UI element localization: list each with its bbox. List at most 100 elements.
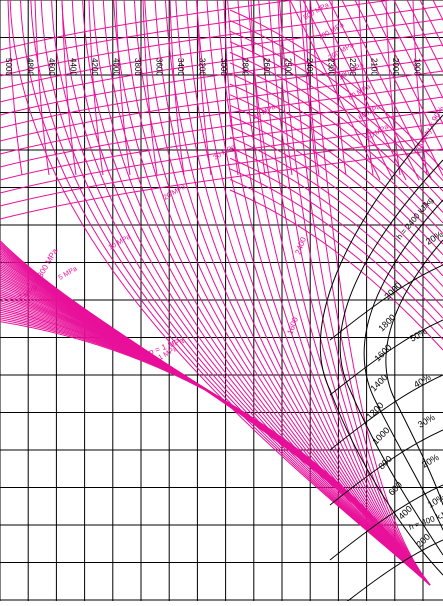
isoline-horizontal <box>0 96 443 168</box>
isoline-vertical <box>358 0 374 176</box>
isoline-steep <box>302 0 394 181</box>
isoline-vertical <box>304 0 320 176</box>
isoline-group <box>0 0 443 586</box>
isotherm-curve <box>237 0 431 586</box>
isotherm-curve <box>144 0 431 586</box>
top-column-label: 4400 <box>69 58 78 76</box>
isoline-diagonal <box>229 104 443 266</box>
isotherm-curve <box>268 0 431 586</box>
isoline-horizontal <box>0 70 443 142</box>
isoline-diagonal <box>229 168 443 330</box>
isoline-diagonal <box>229 147 443 308</box>
isoline-steep <box>328 0 420 181</box>
top-column-label: 5000 <box>4 58 13 76</box>
quality-line <box>329 374 443 451</box>
isoline-diagonal <box>229 20 443 181</box>
isoline-horizontal <box>0 5 443 77</box>
isotherm-curve <box>185 0 431 586</box>
saturation-curve <box>385 239 443 506</box>
isotherm-curve <box>92 0 431 586</box>
top-column-label: 4600 <box>47 58 56 76</box>
isoline-steep <box>354 0 443 178</box>
isotherm-curve <box>9 0 431 586</box>
isoline-vertical <box>331 0 347 176</box>
isoline-vertical <box>169 0 185 176</box>
isotherm-curve <box>175 0 431 586</box>
isotherm-curve <box>165 0 431 586</box>
isoline-vertical <box>34 0 50 176</box>
top-column-label: 3800 <box>133 58 142 76</box>
isoline-steep <box>315 0 407 181</box>
top-column-label: 2100 <box>370 58 379 76</box>
isotherm-curve <box>227 0 431 586</box>
isotherm-curve <box>278 0 431 586</box>
isoline-diagonal <box>229 115 443 277</box>
isoline-horizontal <box>0 18 443 90</box>
top-column-label: 2400 <box>305 58 314 76</box>
top-column-label: 4200 <box>90 58 99 76</box>
isotherm-curve <box>113 0 431 586</box>
isotherm-curve <box>206 0 431 586</box>
isoline-steep <box>380 0 443 126</box>
isoline-vertical <box>223 0 239 176</box>
isotherm-curve <box>216 0 431 586</box>
isoline-steep <box>393 0 443 100</box>
isoline-diagonal <box>229 178 443 340</box>
isoline-vertical <box>412 0 428 176</box>
quality-line <box>329 429 443 506</box>
isoline-horizontal <box>0 109 443 181</box>
isoline-horizontal <box>0 0 297 51</box>
isoline-diagonal <box>229 189 443 351</box>
isoline-diagonal <box>229 126 443 287</box>
isoline-steep <box>341 0 433 181</box>
top-column-label: 3000 <box>219 58 228 76</box>
isotherm-curve <box>61 0 431 586</box>
isoline-diagonal <box>229 94 443 256</box>
isotherm-curve <box>154 0 431 586</box>
isoline-horizontal <box>0 135 443 207</box>
isotherm-curve <box>123 0 431 586</box>
isoline-horizontal <box>0 122 443 194</box>
top-column-label: 3400 <box>176 58 185 76</box>
isoline-diagonal <box>229 157 443 319</box>
isoline-horizontal <box>0 31 443 103</box>
isoline-vertical <box>88 0 104 176</box>
isoline-diagonal <box>229 73 443 234</box>
isotherm-curve <box>102 0 431 586</box>
isoline-horizontal <box>0 44 443 116</box>
top-column-label: 4000 <box>112 58 121 76</box>
isoline-steep <box>419 0 443 48</box>
isoline-diagonal <box>229 9 443 171</box>
isoline-horizontal <box>0 0 395 64</box>
isotherm-curve <box>196 0 431 586</box>
saturation-curve <box>339 159 443 556</box>
isotherm-curve <box>30 0 431 586</box>
top-column-label: 4800 <box>26 58 35 76</box>
isoline-diagonal <box>229 51 443 213</box>
isoline-steep <box>289 0 381 181</box>
isoline-horizontal <box>0 83 443 155</box>
saturation-curve <box>363 199 443 531</box>
top-column-label: 2500 <box>284 58 293 76</box>
top-column-label: 2300 <box>327 58 336 76</box>
top-column-label: 3200 <box>198 58 207 76</box>
isoline-vertical <box>250 0 266 176</box>
isoline-steep <box>367 0 443 152</box>
isoline-diagonal <box>229 30 443 192</box>
top-column-label: 2600 <box>262 58 271 76</box>
isoline-diagonal <box>229 136 443 298</box>
isotherm-curve <box>82 0 431 586</box>
top-column-label: 2800 <box>241 58 250 76</box>
top-column-label: 1900 <box>413 58 422 76</box>
quality-line <box>329 264 443 341</box>
isotherm-curve <box>40 0 431 586</box>
isoline-horizontal <box>0 148 443 220</box>
isoline-vertical <box>115 0 131 176</box>
isoline-steep <box>406 0 443 74</box>
isotherm-curve <box>309 0 431 586</box>
isoline-vertical <box>61 0 77 176</box>
isoline-diagonal <box>229 83 443 245</box>
top-column-label: 3600 <box>155 58 164 76</box>
